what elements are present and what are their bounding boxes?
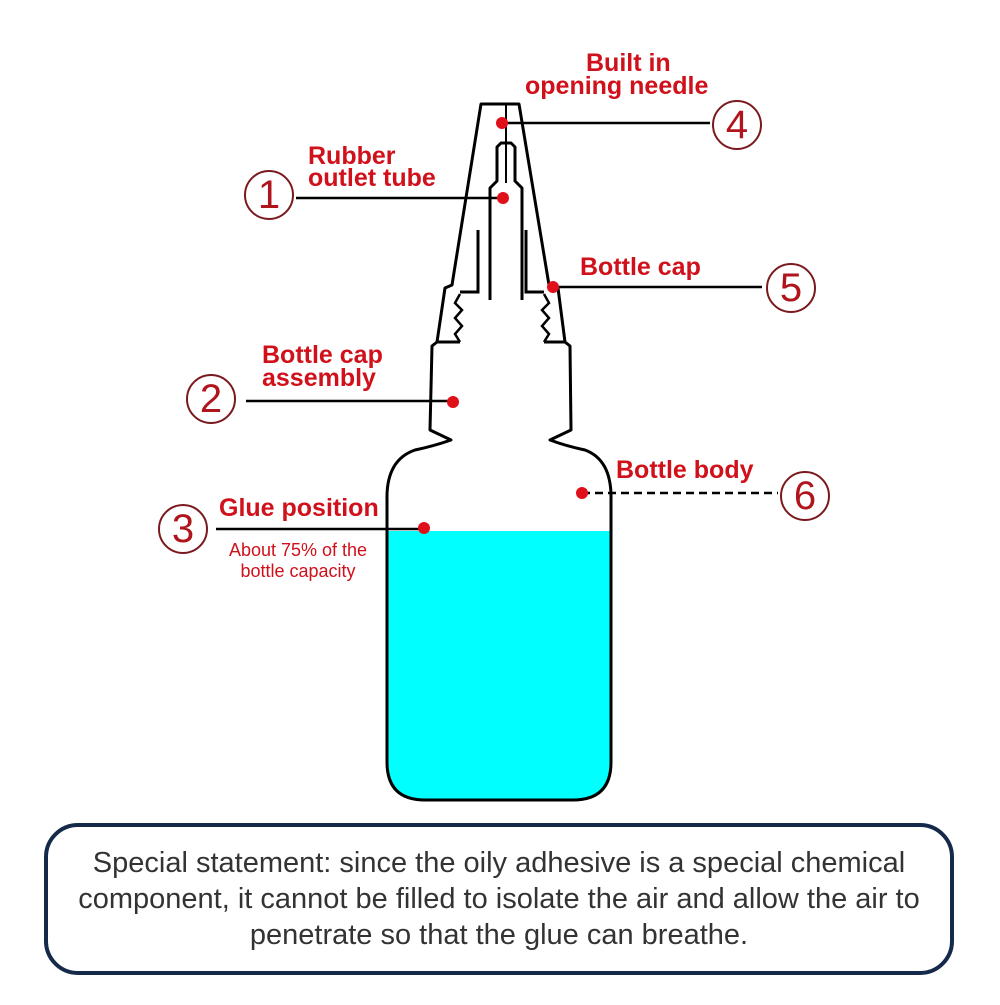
callout-number-4: 4 <box>712 100 762 150</box>
label-bottle-body: Bottle body <box>616 456 754 484</box>
callout-number-1: 1 <box>244 170 294 220</box>
label-bottle-cap-assembly-1: Bottle cap <box>262 341 383 369</box>
callout-number-3: 3 <box>158 504 208 554</box>
label-opening-needle: opening needle <box>525 72 709 100</box>
callout-number-2: 2 <box>186 374 236 424</box>
glue-capacity-note-2: bottle capacity <box>240 561 356 581</box>
label-bottle-cap: Bottle cap <box>580 253 701 281</box>
label-glue-position: Glue position <box>219 494 379 522</box>
marker-dot-4 <box>496 117 508 129</box>
thread-left <box>453 293 464 343</box>
marker-dot-3 <box>418 522 430 534</box>
marker-dot-6 <box>576 487 588 499</box>
cap-inner-right <box>524 230 544 294</box>
marker-dot-1 <box>497 192 509 204</box>
cap-inner-left <box>460 230 480 294</box>
callout-number-5: 5 <box>766 263 816 313</box>
callout-number-6: 6 <box>780 471 830 521</box>
label-built-in: Built in <box>586 49 671 77</box>
special-statement-text: Special statement: since the oily adhesi… <box>78 847 920 951</box>
marker-dot-2 <box>447 396 459 408</box>
bottle-outline <box>385 102 613 802</box>
label-rubber: Rubber <box>308 142 396 170</box>
label-outlet-tube: outlet tube <box>308 164 436 192</box>
thread-right <box>540 293 551 343</box>
glue-capacity-note-1: About 75% of the <box>228 540 368 560</box>
label-bottle-cap-assembly-2: assembly <box>262 364 376 392</box>
glue-fill <box>387 531 611 800</box>
marker-dot-5 <box>547 281 559 293</box>
special-statement-box: Special statement: since the oily adhesi… <box>44 823 954 975</box>
